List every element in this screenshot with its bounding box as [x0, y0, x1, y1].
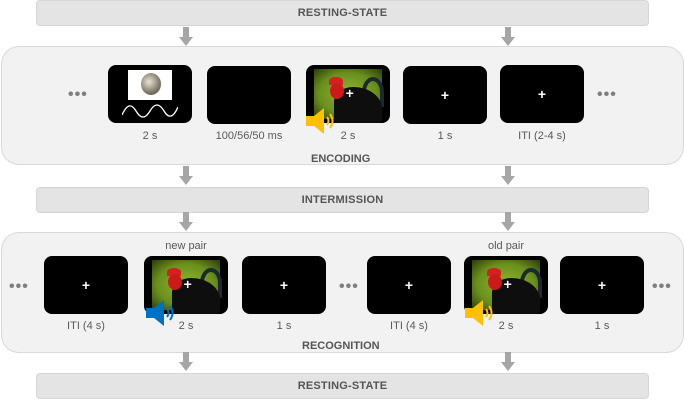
intermission-band: INTERMISSION: [36, 187, 649, 213]
encoding-caption-4: 1 s: [437, 130, 453, 142]
resting-state-bottom-label: RESTING-STATE: [297, 380, 388, 392]
recognition-frame-fixation-new: +: [242, 256, 326, 314]
recognition-caption-2: 2 s: [178, 320, 194, 332]
fixation-cross-icon: +: [440, 87, 450, 103]
encoding-frame-blank: [207, 66, 291, 124]
fixation-cross-icon: +: [537, 86, 547, 102]
fixation-cross-icon: +: [404, 277, 414, 293]
rooster-image: [314, 69, 384, 123]
new-pair-label: new pair: [165, 240, 207, 252]
arrow-down-icon: [501, 352, 515, 372]
encoding-caption-1: 2 s: [142, 130, 158, 142]
ellipsis-icon: •••: [68, 86, 88, 103]
encoding-frame-fixation: +: [403, 66, 487, 124]
arrow-down-icon: [501, 166, 515, 186]
arrow-down-icon: [501, 212, 515, 232]
encoding-label: ENCODING: [311, 153, 371, 165]
resting-state-top-band: RESTING-STATE: [36, 0, 649, 26]
recognition-frame-fixation-old: +: [560, 256, 644, 314]
arrow-down-icon: [179, 352, 193, 372]
arrow-down-icon: [179, 166, 193, 186]
speaker-icon-yellow: [465, 300, 493, 326]
fixation-cross-icon: +: [183, 275, 192, 292]
recognition-caption-6: 1 s: [594, 320, 610, 332]
ellipsis-icon: •••: [597, 86, 617, 103]
fixation-cross-icon: +: [597, 277, 607, 293]
fixation-cross-icon: +: [279, 277, 289, 293]
recognition-frame-rooster-new: +: [144, 256, 228, 314]
encoding-caption-3: 2 s: [340, 130, 356, 142]
recognition-label: RECOGNITION: [302, 340, 380, 352]
arrow-down-icon: [501, 27, 515, 47]
recognition-caption-4: ITI (4 s): [390, 320, 428, 332]
rooster-image: [472, 260, 542, 314]
rooster-image: [152, 260, 222, 314]
ellipsis-icon: •••: [339, 278, 359, 295]
arrow-down-icon: [179, 27, 193, 47]
globe-image: [128, 70, 172, 100]
fixation-cross-icon: +: [345, 84, 354, 101]
fixation-cross-icon: +: [81, 277, 91, 293]
fixation-cross-icon: +: [503, 275, 512, 292]
speaker-icon-blue: [146, 300, 174, 326]
recognition-frame-iti-new: +: [44, 256, 128, 314]
intermission-label: INTERMISSION: [301, 194, 384, 206]
recognition-caption-5: 2 s: [498, 320, 514, 332]
ellipsis-icon: •••: [9, 278, 29, 295]
sine-wave-icon: [122, 104, 178, 118]
recognition-frame-iti-old: +: [367, 256, 451, 314]
ellipsis-icon: •••: [652, 278, 672, 295]
encoding-frame-iti: +: [500, 65, 584, 123]
encoding-caption-2: 100/56/50 ms: [215, 130, 283, 142]
arrow-down-icon: [179, 212, 193, 232]
speaker-icon-yellow: [306, 108, 334, 134]
old-pair-label: old pair: [487, 240, 525, 252]
recognition-caption-3: 1 s: [276, 320, 292, 332]
encoding-frame-tone: [108, 65, 192, 123]
resting-state-bottom-band: RESTING-STATE: [36, 373, 649, 399]
encoding-caption-5: ITI (2-4 s): [518, 130, 566, 142]
recognition-caption-1: ITI (4 s): [67, 320, 105, 332]
resting-state-top-label: RESTING-STATE: [297, 7, 388, 19]
